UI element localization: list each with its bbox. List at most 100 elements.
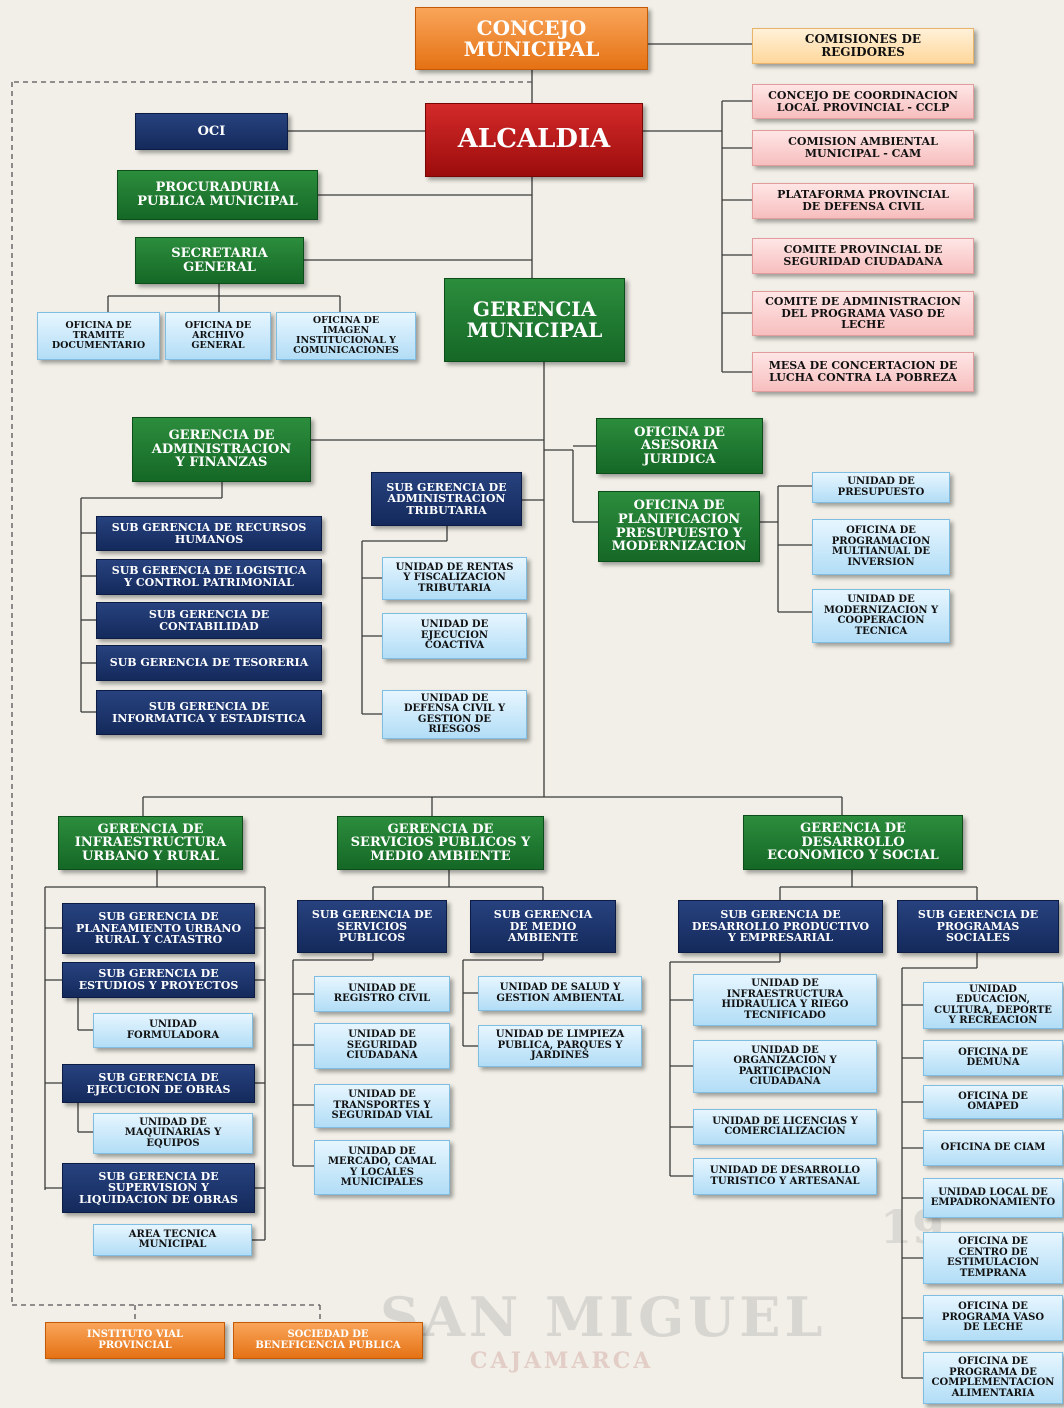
org-unit-label-line: TRAMITE bbox=[72, 330, 125, 342]
org-unit-label-line: Y LOCALES bbox=[350, 1166, 414, 1178]
org-unit-label: OCI bbox=[198, 125, 226, 139]
org-unit-label-line: OFICINA DE bbox=[312, 315, 380, 327]
org-unit-label-line: CONCEJO bbox=[476, 15, 587, 40]
org-unit-label-line: UNIDAD DE LIMPIEZA bbox=[495, 1029, 625, 1041]
org-unit-label-line: SOCIALES bbox=[945, 931, 1011, 945]
org-unit-label-line: UNIDAD DE bbox=[847, 476, 915, 487]
org-unit-label-line: SUB GERENCIA DE bbox=[148, 607, 270, 621]
org-unit-label-line: ARCHIVO bbox=[192, 330, 244, 342]
org-unit-label-line: SUB GERENCIA DE bbox=[98, 1169, 219, 1183]
org-unit-label-line: MUNICIPALES bbox=[340, 1177, 424, 1188]
org-unit-label-line: CONTABILIDAD bbox=[159, 619, 259, 633]
org-unit-label-line: LECHE bbox=[841, 318, 885, 332]
org-unit-label-line: SUB GERENCIA DE TESORERIA bbox=[109, 656, 309, 670]
org-unit-label-line: COMUNICACIONES bbox=[293, 344, 399, 356]
org-unit-label-line: TRIBUTARIA bbox=[417, 582, 491, 594]
org-unit-sg-tesoreria: SUB GERENCIA DE TESORERIA bbox=[96, 645, 322, 681]
org-unit-label-line: PROCURADURIA bbox=[155, 180, 280, 196]
org-unit-label-line: MESA DE CONCERTACION DE bbox=[768, 359, 958, 373]
org-unit-label-line: INFRAESTRUCTURA bbox=[726, 988, 844, 1000]
org-unit-label-line: MULTIANUAL DE bbox=[831, 546, 930, 557]
org-unit-label-line: SUB GERENCIA DE bbox=[98, 1070, 219, 1084]
org-unit-label-line: GESTION DE bbox=[417, 713, 492, 725]
org-unit-label-line: GERENCIA DE bbox=[168, 428, 275, 444]
org-unit-label-line: OFICINA DE bbox=[634, 424, 725, 440]
org-unit-label-line: MODERNIZACION Y bbox=[823, 604, 939, 616]
org-unit-label-line: ALIMENTARIA bbox=[951, 1387, 1035, 1399]
org-unit-label-line: UNIDAD DE bbox=[139, 1116, 207, 1128]
org-unit-label-line: EJECUCION DE OBRAS bbox=[86, 1082, 231, 1096]
org-unit-label-line: TEMPRANA bbox=[959, 1267, 1027, 1279]
org-unit-label-line: COMPLEMENTACION bbox=[931, 1377, 1055, 1388]
org-unit-label-line: OFICINA DE bbox=[958, 1356, 1028, 1367]
org-unit-label-line: HIDRAULICA Y RIEGO bbox=[721, 999, 849, 1010]
org-unit-label-line: SUB GERENCIA bbox=[493, 908, 593, 922]
org-unit-label-line: ADMINISTRACION bbox=[387, 492, 506, 506]
org-unit-label-line: DOCUMENTARIO bbox=[51, 339, 146, 351]
org-unit-label-line: COOPERACION bbox=[837, 615, 925, 626]
org-unit-label-line: PROVINCIAL bbox=[98, 1339, 172, 1351]
org-unit-label-line: SEGURIDAD VIAL bbox=[331, 1110, 433, 1122]
org-unit-label-line: MUNICIPAL bbox=[463, 36, 600, 61]
org-unit-label-line: SECRETARIA bbox=[171, 245, 268, 261]
org-unit-of-ciam: OFICINA DE CIAM bbox=[923, 1130, 1063, 1166]
org-unit-label-line: CULTURA, DEPORTE bbox=[934, 1004, 1052, 1016]
org-unit-label-line: UNIDAD bbox=[969, 983, 1017, 995]
org-unit-label-line: INSTITUTO VIAL bbox=[86, 1329, 184, 1340]
org-unit-label-line: OFICINA DE CIAM bbox=[940, 1141, 1046, 1153]
org-unit-label-line: SUB GERENCIA DE bbox=[720, 908, 841, 922]
org-unit-label-line: GENERAL bbox=[183, 259, 256, 275]
org-unit-label-line: REGIDORES bbox=[821, 45, 905, 59]
org-unit-label-line: UNIDAD DE bbox=[751, 978, 819, 989]
org-unit-label-line: DE DEFENSA CIVIL bbox=[802, 200, 924, 213]
org-unit-label-line: GERENCIA DE bbox=[800, 821, 906, 837]
org-unit-label-line: OMAPED bbox=[967, 1101, 1019, 1112]
org-unit-label-line: EDUCACION, bbox=[955, 994, 1031, 1005]
org-unit-label-line: COMERCIALIZACION bbox=[724, 1126, 846, 1137]
org-unit-label-line: UNIDAD DE SALUD Y bbox=[499, 982, 621, 993]
org-unit-label-line: CENTRO DE bbox=[958, 1246, 1028, 1258]
org-unit-label-line: BENEFICENCIA PUBLICA bbox=[255, 1339, 401, 1351]
org-unit-label-line: SUB GERENCIA DE bbox=[148, 699, 270, 713]
